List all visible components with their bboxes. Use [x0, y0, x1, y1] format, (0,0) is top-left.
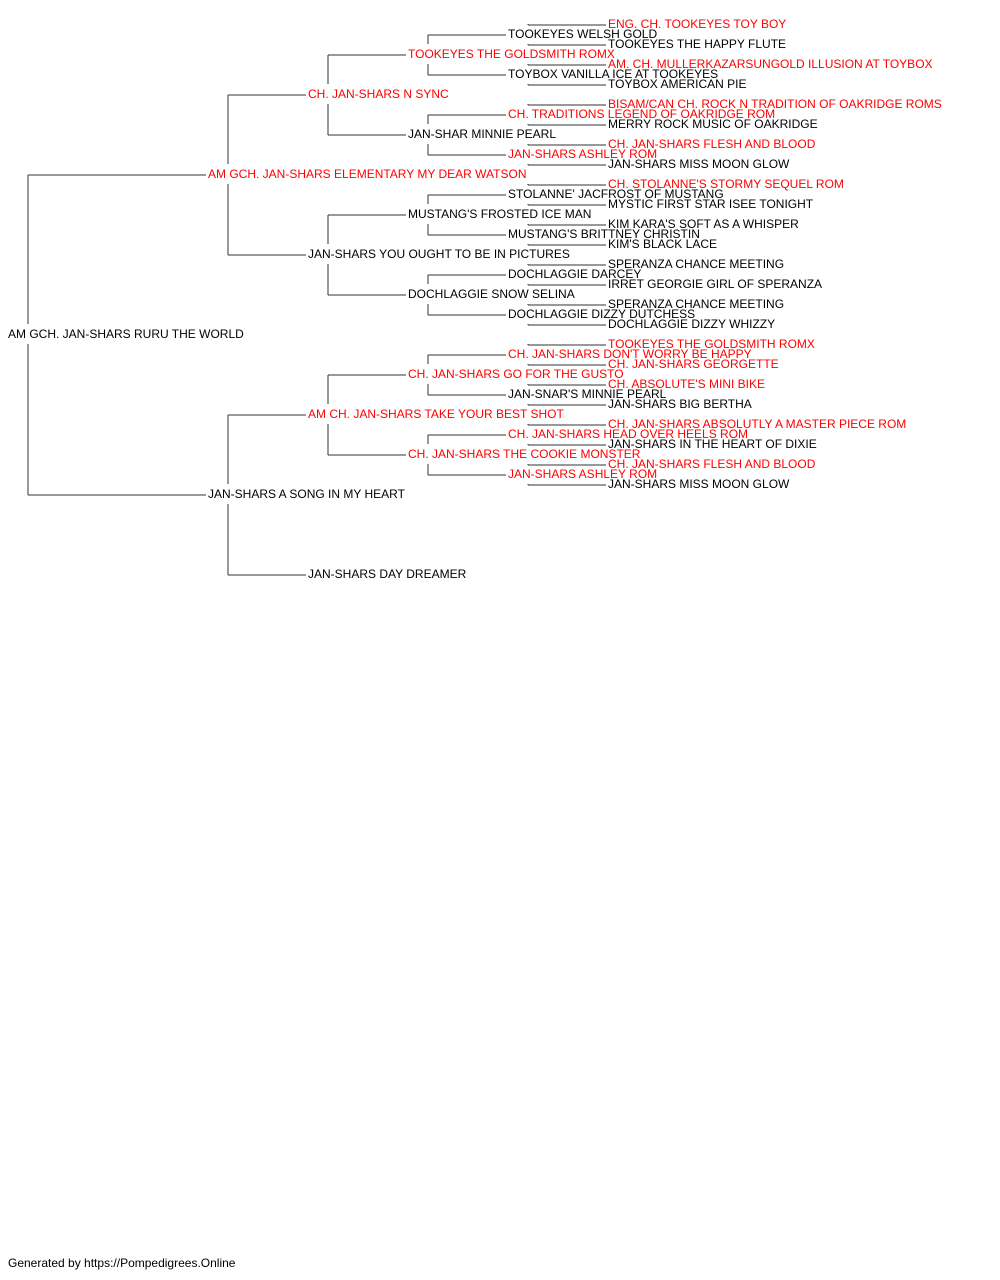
pedigree-name: JAN-SHARS MISS MOON GLOW: [608, 157, 790, 171]
pedigree-name: MYSTIC FIRST STAR ISEE TONIGHT: [608, 197, 814, 211]
pedigree-name: JAN-SNAR'S MINNIE PEARL: [508, 387, 667, 401]
pedigree-name: SPERANZA CHANCE MEETING: [608, 297, 784, 311]
pedigree-name: KIM'S BLACK LACE: [608, 237, 717, 251]
pedigree-name: CH. ABSOLUTE'S MINI BIKE: [608, 377, 765, 391]
pedigree-name: ENG. CH. TOOKEYES TOY BOY: [608, 17, 786, 31]
pedigree-name: MUSTANG'S BRITTNEY CHRISTIN: [508, 227, 700, 241]
pedigree-name: TOOKEYES THE HAPPY FLUTE: [608, 37, 786, 51]
pedigree-name: JAN-SHARS YOU OUGHT TO BE IN PICTURES: [308, 247, 570, 261]
pedigree-name: CH. JAN-SHARS FLESH AND BLOOD: [608, 137, 816, 151]
generated-by-footer: Generated by https://Pompedigrees.Online: [8, 1256, 236, 1270]
pedigree-name: TOOKEYES THE GOLDSMITH ROMX: [408, 47, 615, 61]
pedigree-name: CH. TRADITIONS LEGEND OF OAKRIDGE ROM: [508, 107, 775, 121]
pedigree-name: CH. JAN-SHARS FLESH AND BLOOD: [608, 457, 816, 471]
pedigree-name: JAN-SHARS BIG BERTHA: [608, 397, 752, 411]
pedigree-name: JAN-SHARS DAY DREAMER: [308, 567, 467, 581]
pedigree-name: TOOKEYES THE GOLDSMITH ROMX: [608, 337, 815, 351]
pedigree-name: AM. CH. MULLERKAZARSUNGOLD ILLUSION AT T…: [608, 57, 933, 71]
pedigree-name: CH. STOLANNE'S STORMY SEQUEL ROM: [608, 177, 844, 191]
pedigree-name: CH. JAN-SHARS GEORGETTE: [608, 357, 779, 371]
pedigree-name: CH. JAN-SHARS HEAD OVER HEELS ROM: [508, 427, 748, 441]
pedigree-name: CH. JAN-SHARS DON'T WORRY BE HAPPY: [508, 347, 752, 361]
pedigree-name: SPERANZA CHANCE MEETING: [608, 257, 784, 271]
pedigree-name: DOCHLAGGIE DIZZY DUTCHESS: [508, 307, 695, 321]
pedigree-name: CH. JAN-SHARS GO FOR THE GUSTO: [408, 367, 624, 381]
pedigree-name: MUSTANG'S FROSTED ICE MAN: [408, 207, 591, 221]
pedigree-name: JAN-SHARS ASHLEY ROM: [508, 467, 657, 481]
pedigree-name: STOLANNE' JACFROST OF MUSTANG: [508, 187, 724, 201]
pedigree-name: DOCHLAGGIE DARCEY: [508, 267, 641, 281]
pedigree-name: TOOKEYES WELSH GOLD: [508, 27, 657, 41]
pedigree-name: TOYBOX VANILLA ICE AT TOOKEYES: [508, 67, 718, 81]
pedigree-name: AM GCH. JAN-SHARS ELEMENTARY MY DEAR WAT…: [208, 167, 527, 181]
pedigree-name: DOCHLAGGIE DIZZY WHIZZY: [608, 317, 775, 331]
pedigree-name: AM GCH. JAN-SHARS RURU THE WORLD: [8, 327, 244, 341]
pedigree-name: JAN-SHAR MINNIE PEARL: [408, 127, 556, 141]
pedigree-name: TOYBOX AMERICAN PIE: [608, 77, 746, 91]
pedigree-name: MERRY ROCK MUSIC OF OAKRIDGE: [608, 117, 818, 131]
pedigree-name: CH. JAN-SHARS ABSOLUTLY A MASTER PIECE R…: [608, 417, 906, 431]
pedigree-name: JAN-SHARS A SONG IN MY HEART: [208, 487, 406, 501]
pedigree-name: JAN-SHARS ASHLEY ROM: [508, 147, 657, 161]
pedigree-name: JAN-SHARS IN THE HEART OF DIXIE: [608, 437, 817, 451]
pedigree-name: AM CH. JAN-SHARS TAKE YOUR BEST SHOT: [308, 407, 564, 421]
pedigree-name: KIM KARA'S SOFT AS A WHISPER: [608, 217, 799, 231]
pedigree-name: JAN-SHARS MISS MOON GLOW: [608, 477, 790, 491]
pedigree-name: IRRET GEORGIE GIRL OF SPERANZA: [608, 277, 822, 291]
pedigree-name: CH. JAN-SHARS N SYNC: [308, 87, 449, 101]
pedigree-name: DOCHLAGGIE SNOW SELINA: [408, 287, 575, 301]
pedigree-name: CH. JAN-SHARS THE COOKIE MONSTER: [408, 447, 641, 461]
pedigree-name: BISAM/CAN CH. ROCK N TRADITION OF OAKRID…: [608, 97, 942, 111]
